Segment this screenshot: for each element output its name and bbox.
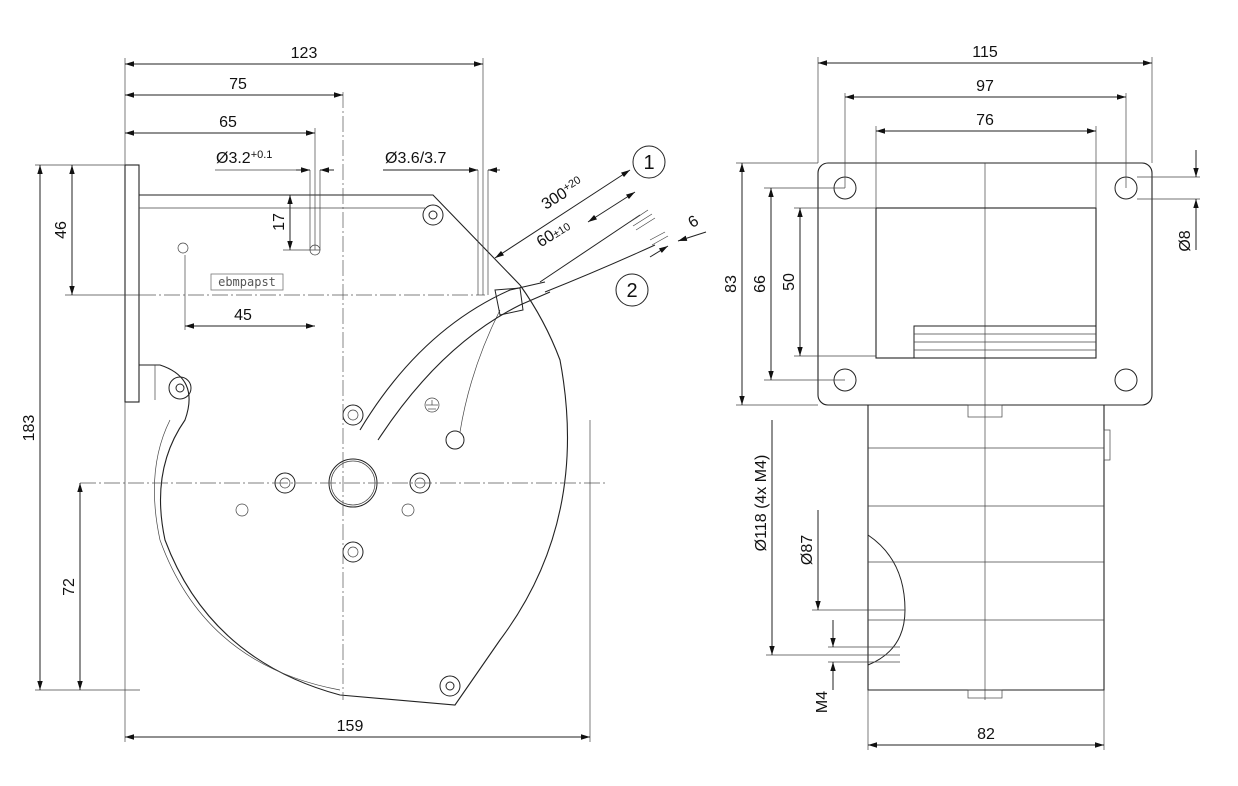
front-dimensions: 123 75 65 Ø3.2+0.1 Ø3.6/3.7 17 xyxy=(21,45,707,742)
balloon-1: 1 xyxy=(632,145,666,179)
dim-m4: M4 xyxy=(814,691,831,713)
dim-d118: Ø118 (4x M4) xyxy=(753,455,770,552)
dim-115: 115 xyxy=(972,44,998,61)
svg-text:2: 2 xyxy=(626,280,637,302)
dim-183: 183 xyxy=(21,415,38,442)
dim-83: 83 xyxy=(723,275,740,293)
dim-46: 46 xyxy=(53,221,70,239)
motor-block xyxy=(875,207,1097,359)
front-view: ebmpapst 123 75 65 Ø3.2+0.1 xyxy=(21,45,707,742)
dim-45: 45 xyxy=(234,307,252,324)
dim-6: 6 xyxy=(685,213,702,232)
housing-top-edge xyxy=(139,194,521,286)
balloon-2: 2 xyxy=(615,273,649,307)
dim-hole2: Ø3.6/3.7 xyxy=(385,150,446,167)
cable-lead xyxy=(539,214,641,283)
brand-logo: ebmpapst xyxy=(218,275,276,289)
dim-159: 159 xyxy=(337,718,364,735)
dim-97: 97 xyxy=(976,78,994,95)
flange-holes xyxy=(833,176,1138,392)
dim-300: 300+20 xyxy=(538,174,586,213)
dim-hole-main: Ø3.2+0.1 xyxy=(216,149,272,167)
dim-75: 75 xyxy=(229,76,247,93)
dim-65: 65 xyxy=(219,114,237,131)
ground-symbol xyxy=(424,397,440,413)
cable-duct xyxy=(359,281,546,431)
side-dimensions: 115 97 76 83 66 50 xyxy=(723,44,1200,750)
dim-50: 50 xyxy=(781,273,798,291)
dim-17: 17 xyxy=(271,213,288,231)
hub-screws xyxy=(274,404,431,563)
dim-72: 72 xyxy=(61,578,78,596)
dim-123: 123 xyxy=(291,45,318,62)
dim-66: 66 xyxy=(752,275,769,293)
dim-d8: Ø8 xyxy=(1177,230,1194,251)
dim-82: 82 xyxy=(977,726,995,743)
screw-boss-bottom xyxy=(439,675,461,697)
screw-boss-left xyxy=(168,376,192,400)
dim-76: 76 xyxy=(976,112,994,129)
mounting-flange xyxy=(124,164,140,403)
dim-60: 60±10 xyxy=(534,217,574,251)
svg-text:1: 1 xyxy=(643,152,654,174)
dim-d87: Ø87 xyxy=(799,535,816,565)
screw-boss-top xyxy=(422,204,444,226)
side-view: 115 97 76 83 66 50 xyxy=(723,44,1200,750)
ground-terminal xyxy=(445,430,465,450)
scroll-housing xyxy=(139,284,568,706)
